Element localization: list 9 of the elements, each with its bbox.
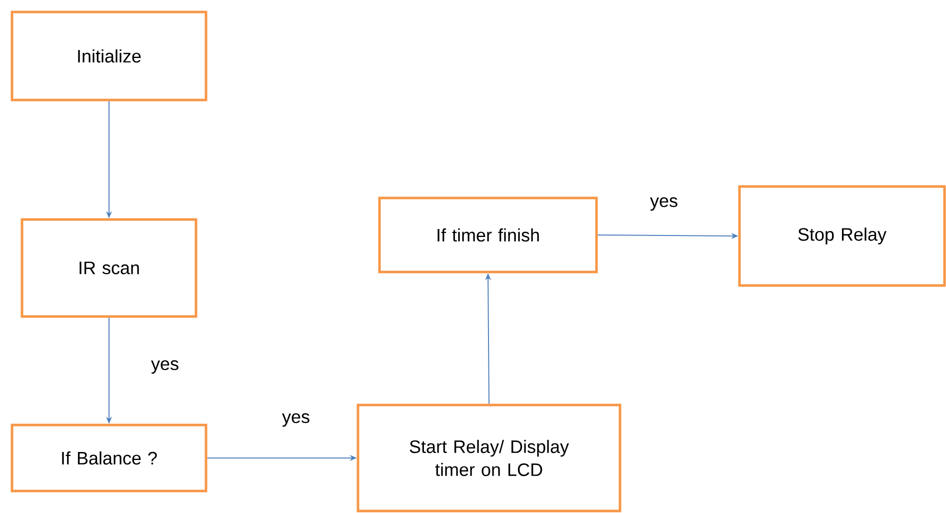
process-box: Start Relay/ Display timer on LCD (356, 404, 622, 512)
edge-label: yes (281, 412, 311, 428)
process-box: Stop Relay (738, 185, 946, 287)
process-box: IR scan (20, 218, 198, 318)
process-box: Initialize (10, 10, 208, 102)
edge-label: yes (649, 196, 679, 212)
process-box: If timer finish (378, 196, 598, 274)
edge-label: yes (150, 359, 180, 375)
process-box: If Balance ? (10, 424, 208, 492)
